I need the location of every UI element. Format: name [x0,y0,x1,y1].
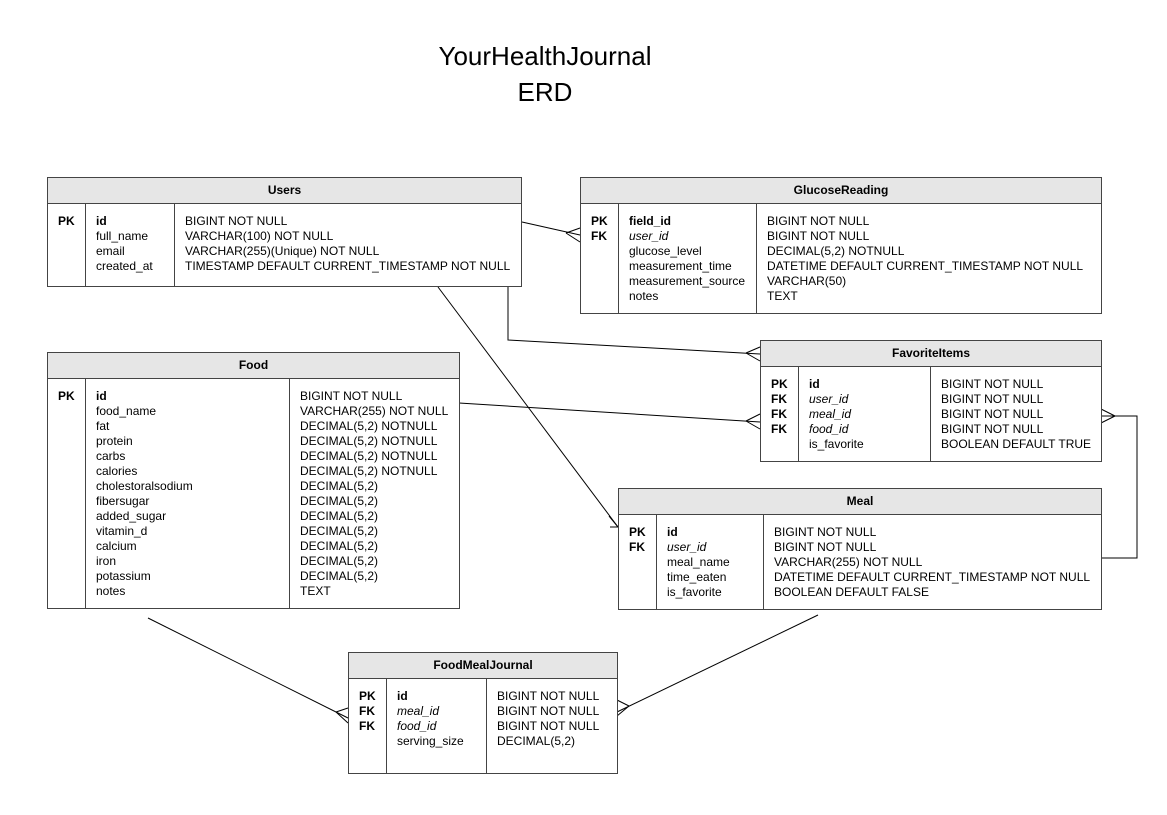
table-header: Users [48,178,521,204]
key-column: PK [48,204,86,286]
table-header: FavoriteItems [761,341,1101,367]
table-header: Meal [619,489,1101,515]
title-line-1: YourHealthJournal [438,41,652,71]
rel-food-fmj [147,617,349,724]
title-line-2: ERD [517,77,573,107]
table-header: GlucoseReading [581,178,1101,204]
key-column: PK [48,379,86,608]
table-header: Food [48,353,459,379]
table-header: FoodMealJournal [349,653,617,679]
rel-meal-favorite [1100,408,1138,559]
rel-users-favorite [507,287,761,362]
rel-meal-fmj [616,614,819,717]
rel-users-glucose [521,221,581,243]
rel-food-favorite [458,402,761,430]
diagram-title: YourHealthJournal ERD [345,38,745,110]
